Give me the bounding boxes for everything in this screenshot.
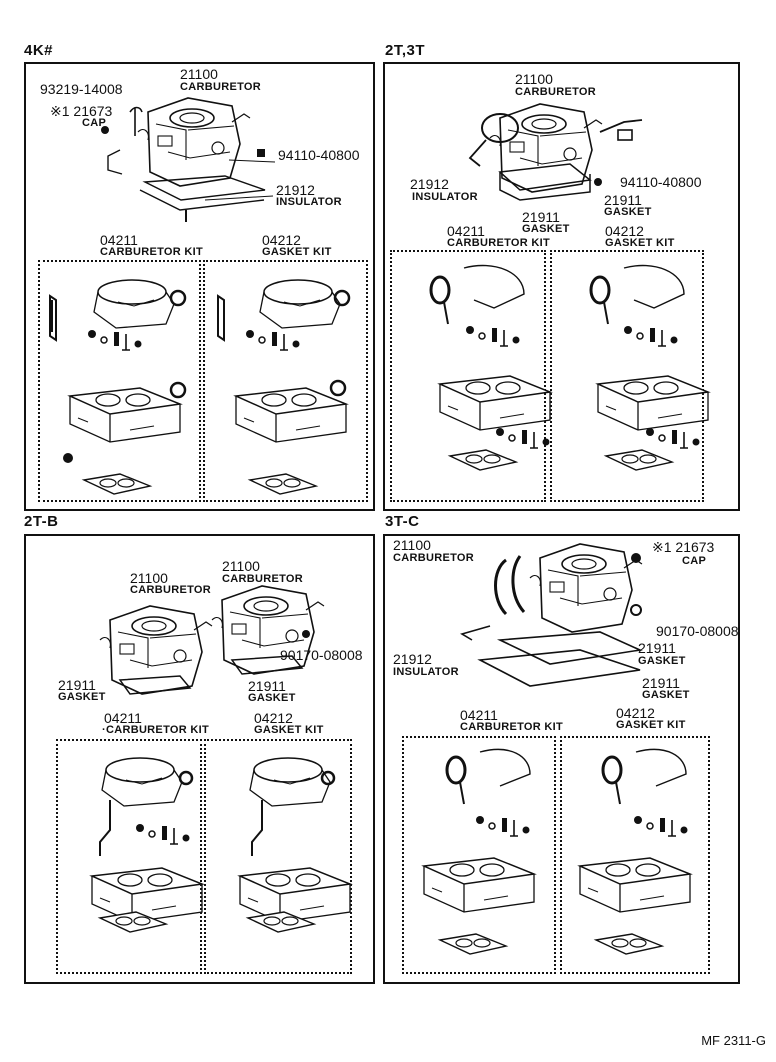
- part-number-94110-40800: 94110-40800: [620, 174, 702, 190]
- gasket-label-a: GASKET: [604, 206, 652, 218]
- part-number-04212: 04212: [262, 232, 301, 248]
- carburetor-kit-label: CARBURETOR KIT: [460, 721, 563, 733]
- part-number-21911-a: 21911: [58, 677, 96, 693]
- figure-code: MF 2311-G: [701, 1033, 766, 1048]
- carburetor-kit-label: CARBURETOR KIT: [100, 246, 203, 258]
- part-number-21911-b: 21911: [248, 678, 286, 694]
- panel-4k: [24, 62, 375, 511]
- carburetor-label-a: CARBURETOR: [130, 584, 212, 596]
- part-number-90170-08008: 90170-08008: [280, 647, 363, 663]
- part-number-04212: 04212: [254, 710, 293, 726]
- gasket-kit-label: GASKET KIT: [254, 724, 324, 736]
- part-number-21100: 21100: [393, 537, 431, 553]
- gasket-kit-box-3t-c: [560, 736, 710, 974]
- part-number-21911-a: 21911: [638, 640, 676, 656]
- gasket-kit-box-2t-3t: [550, 250, 704, 502]
- gasket-label-a: GASKET: [638, 655, 686, 667]
- part-number-04211: 04211: [460, 707, 498, 723]
- carburetor-kit-box-4k: [38, 260, 201, 502]
- panel-2t-b: [24, 534, 375, 984]
- part-number-21100: 21100: [515, 71, 553, 87]
- part-number-93219-14008: 93219-14008: [40, 81, 123, 97]
- part-number-21911-b: 21911: [642, 675, 680, 691]
- cap-label: CAP: [682, 555, 707, 567]
- gasket-label-a: GASKET: [58, 691, 106, 703]
- part-number-21100: 21100: [180, 66, 218, 82]
- gasket-kit-label: GASKET KIT: [605, 237, 675, 249]
- carburetor-label-b: CARBURETOR: [222, 573, 304, 585]
- gasket-label-b: GASKET: [642, 689, 690, 701]
- gasket-kit-box-2t-b: [204, 739, 352, 974]
- part-number-21912: 21912: [410, 176, 449, 192]
- part-number-04212: 04212: [616, 705, 655, 721]
- gasket-kit-label: GASKET KIT: [616, 719, 686, 731]
- part-number-21673: ※1 21673: [50, 103, 113, 119]
- carburetor-kit-label: ·CARBURETOR KIT: [102, 724, 209, 736]
- part-number-04211: 04211: [100, 232, 138, 248]
- carburetor-label: CARBURETOR: [515, 86, 597, 98]
- carburetor-label: CARBURETOR: [393, 552, 475, 564]
- carburetor-kit-label: CARBURETOR KIT: [447, 237, 550, 249]
- carburetor-kit-box-2t-3t: [390, 250, 546, 502]
- part-number-04212: 04212: [605, 223, 644, 239]
- carburetor-kit-box-3t-c: [402, 736, 556, 974]
- insulator-label: INSULATOR: [393, 666, 459, 678]
- part-number-21100-b: 21100: [222, 558, 260, 574]
- part-number-21673: ※1 21673: [652, 539, 715, 555]
- part-number-21912: 21912: [276, 182, 315, 198]
- panel-2t-3t: [383, 62, 740, 511]
- part-number-90170-08008: 90170-08008: [656, 623, 739, 639]
- gasket-kit-box-4k: [203, 260, 368, 502]
- part-number-21911-b: 21911: [522, 209, 560, 225]
- part-number-04211: 04211: [104, 710, 142, 726]
- gasket-kit-label: GASKET KIT: [262, 246, 332, 258]
- panel-3t-c: [383, 534, 740, 984]
- insulator-label: INSULATOR: [412, 191, 478, 203]
- gasket-label-b: GASKET: [248, 692, 296, 704]
- section-title-3t-c: 3T-C: [385, 513, 420, 530]
- carburetor-kit-box-2t-b: [56, 739, 202, 974]
- section-title-2t-b: 2T-B: [24, 513, 59, 530]
- insulator-label: INSULATOR: [276, 196, 342, 208]
- part-number-21912: 21912: [393, 651, 432, 667]
- part-number-04211: 04211: [447, 223, 485, 239]
- section-title-2t-3t: 2T,3T: [385, 42, 426, 59]
- section-title-4k: 4K#: [24, 42, 54, 59]
- carburetor-label: CARBURETOR: [180, 81, 262, 93]
- part-number-21911-a: 21911: [604, 192, 642, 208]
- part-number-21100-a: 21100: [130, 570, 168, 586]
- cap-label: CAP: [82, 117, 107, 129]
- part-number-94110-40800: 94110-40800: [278, 147, 360, 163]
- gasket-label-b: GASKET: [522, 223, 570, 235]
